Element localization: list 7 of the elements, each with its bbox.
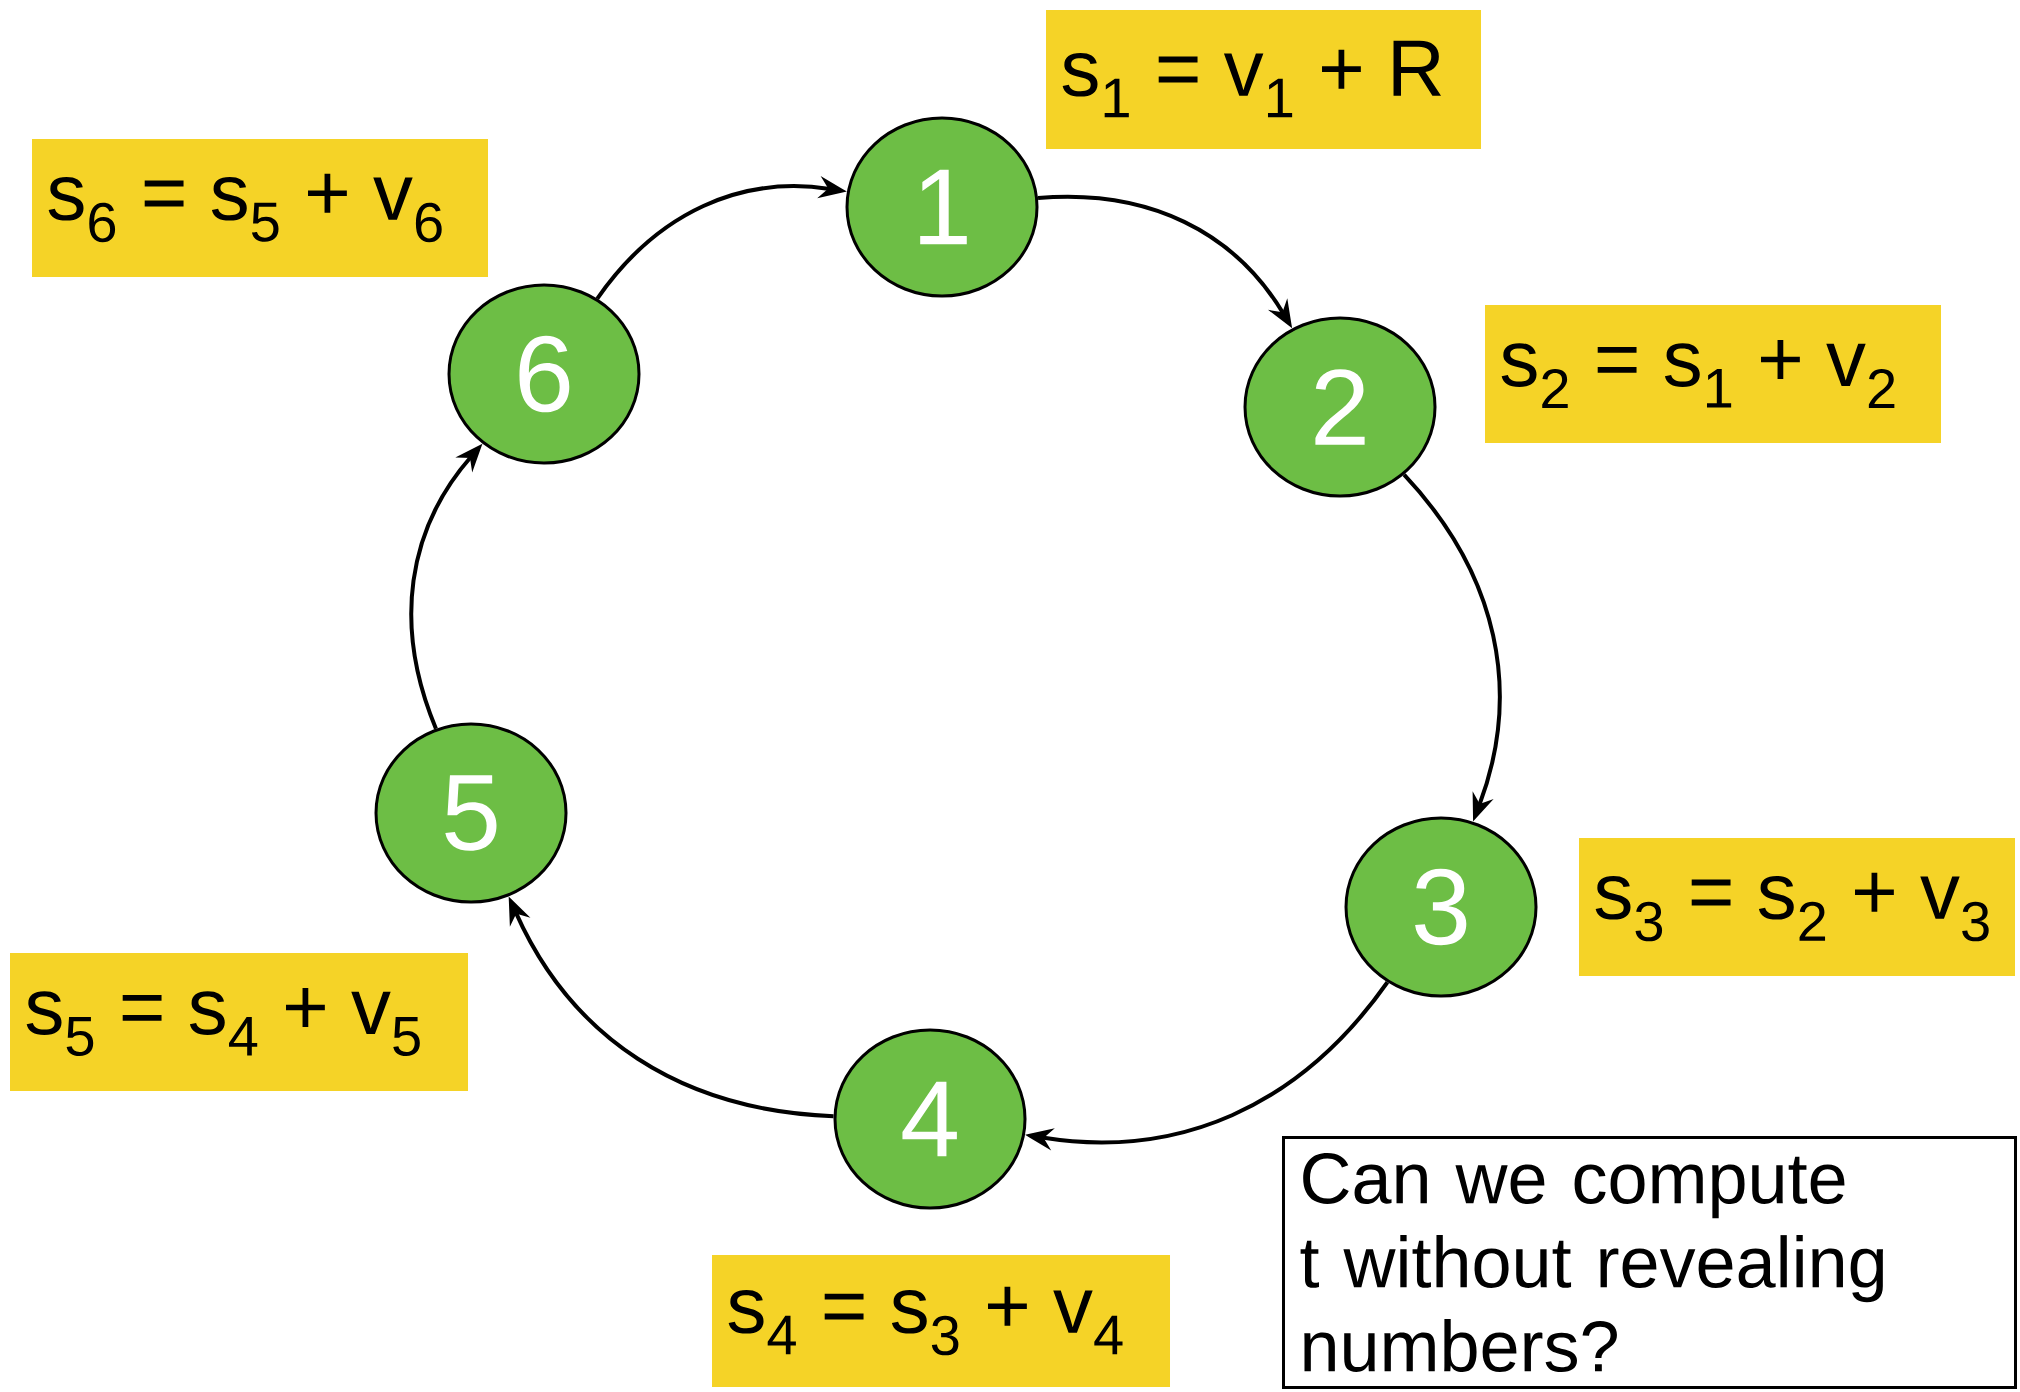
formula-box: s$_{1}$ = v$_{1}$ + R: [1046, 10, 1481, 149]
formula-box: s$_{2}$ = s$_{1}$ + v$_{2}$: [1485, 305, 1941, 443]
formula-box: s$_{4}$ = s$_{3}$ + v$_{4}$: [712, 1255, 1170, 1387]
formula-box: s$_{6}$ = s$_{5}$ + v$_{6}$: [32, 139, 488, 277]
formula-box: s$_{3}$ = s$_{2}$ + v$_{3}$: [1579, 838, 2015, 976]
question-box: Can we compute t without revealing numbers?: [1282, 1136, 2017, 1389]
formula-box: s$_{5}$ = s$_{4}$ + v$_{5}$: [10, 953, 468, 1091]
